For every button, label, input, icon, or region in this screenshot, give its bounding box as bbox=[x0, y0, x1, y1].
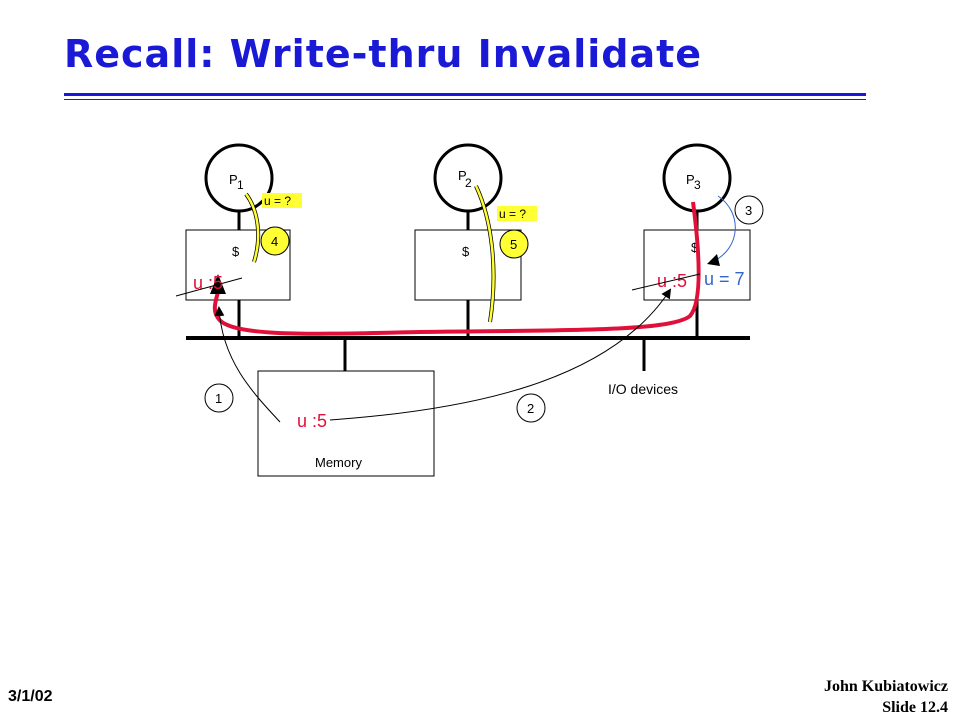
title-underline-thin bbox=[64, 99, 866, 100]
query-p1-bg bbox=[262, 193, 302, 208]
step-4-marker bbox=[260, 226, 290, 256]
read-arrow-p3 bbox=[329, 288, 672, 421]
footer-date: 3/1/02 bbox=[8, 688, 53, 705]
processor-3-letter: P bbox=[686, 172, 695, 187]
processor-3-index: 3 bbox=[694, 178, 701, 192]
cache-3-new-value: u = 7 bbox=[704, 269, 745, 289]
memory-label: Memory bbox=[315, 455, 362, 470]
processor-2-letter: P bbox=[458, 168, 467, 183]
io-devices-label: I/O devices bbox=[608, 381, 678, 397]
processor-3 bbox=[662, 143, 732, 213]
cache-3-label: $ bbox=[691, 240, 699, 255]
processor-1-index: 1 bbox=[237, 178, 244, 192]
processor-1 bbox=[204, 143, 274, 213]
query-p2-bg bbox=[497, 206, 537, 221]
step-1-marker bbox=[204, 383, 234, 413]
read-streak-p2-fill bbox=[474, 185, 495, 323]
footer-slide-number: Slide 12.4 bbox=[882, 699, 948, 716]
slide-title: Recall: Write-thru Invalidate bbox=[64, 32, 703, 76]
step-3-label: 3 bbox=[745, 203, 752, 218]
write-arrow-p3 bbox=[711, 195, 736, 263]
cache-1-label: $ bbox=[232, 244, 240, 259]
memory-value: u :5 bbox=[297, 411, 327, 431]
processor-2 bbox=[433, 143, 503, 213]
read-arrow-p1 bbox=[214, 306, 281, 423]
step-2-label: 2 bbox=[527, 401, 534, 416]
invalidate-path bbox=[212, 201, 701, 336]
read-streak-p1-fill bbox=[244, 193, 260, 263]
step-4-label: 4 bbox=[271, 234, 278, 249]
title-underline bbox=[64, 93, 866, 96]
processor-2-index: 2 bbox=[465, 176, 472, 190]
processor-1-letter: P bbox=[229, 172, 238, 187]
cache-2-label: $ bbox=[462, 244, 470, 259]
cache-1-value: u :5 bbox=[193, 273, 223, 293]
step-1-label: 1 bbox=[215, 391, 222, 406]
query-p2: u = ? bbox=[499, 207, 526, 221]
write-arrowhead bbox=[707, 254, 720, 266]
step-3-marker bbox=[734, 195, 764, 225]
query-p1: u = ? bbox=[264, 194, 291, 208]
cache-1-strike bbox=[175, 277, 243, 297]
memory-box bbox=[257, 370, 435, 477]
step-5-marker bbox=[499, 229, 529, 259]
footer-author: John Kubiatowicz bbox=[823, 678, 948, 695]
cache-3-strike bbox=[631, 273, 701, 291]
invalidate-arrowhead bbox=[210, 274, 226, 294]
step-2-marker bbox=[516, 393, 546, 423]
step-5-label: 5 bbox=[510, 237, 517, 252]
